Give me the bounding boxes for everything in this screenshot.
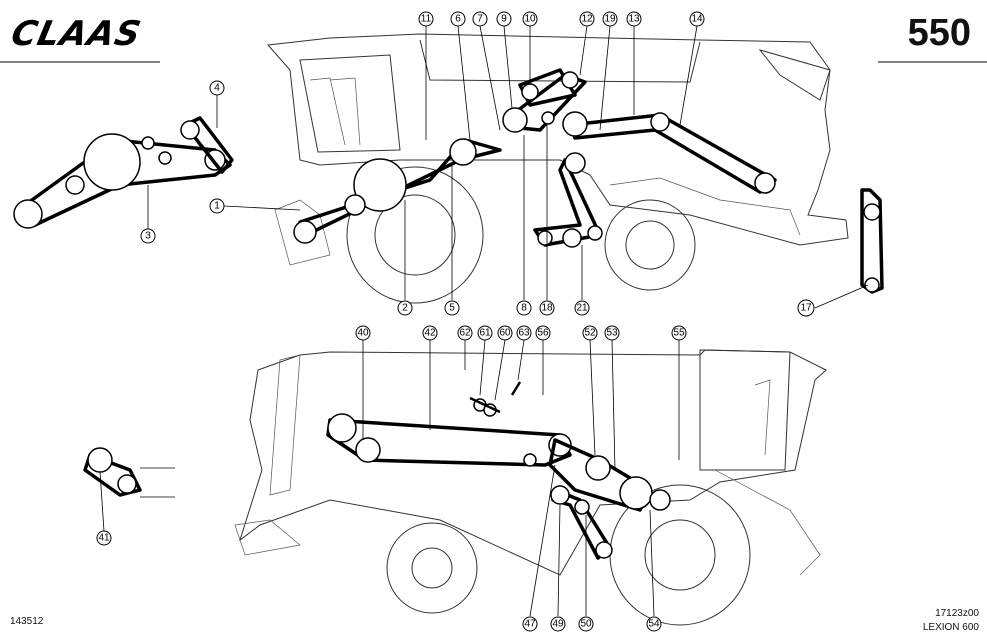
top-belt-drives [293,68,777,248]
callout-2: 2 [397,200,413,316]
svg-text:53: 53 [606,328,618,339]
callout-63: 63 [516,325,532,381]
svg-text:7: 7 [477,14,483,25]
callout-7: 7 [472,11,501,131]
svg-text:13: 13 [628,14,640,25]
callout-52: 52 [582,325,598,456]
callout-53: 53 [604,325,620,471]
svg-text:1: 1 [214,201,220,212]
svg-text:42: 42 [424,328,436,339]
callout-11: 11 [418,11,434,140]
callout-49: 49 [550,504,566,632]
bottom-belt-drives [326,381,671,560]
callout-40: 40 [355,325,371,440]
svg-text:11: 11 [421,14,432,25]
svg-text:52: 52 [584,328,596,339]
callout-8: 8 [516,135,532,316]
svg-text:4: 4 [214,83,220,94]
svg-text:3: 3 [145,231,151,242]
detail-belt-3 [13,116,234,229]
callout-21: 21 [574,245,590,316]
svg-text:21: 21 [576,303,588,314]
top-machine-outline [266,33,849,304]
svg-text:63: 63 [518,328,530,339]
svg-text:54: 54 [648,619,660,630]
callout-50: 50 [578,515,594,632]
svg-text:17: 17 [800,303,812,314]
callout-9: 9 [496,11,513,109]
bottom-machine-outline [234,349,827,626]
callout-3: 3 [140,185,156,244]
callout-55: 55 [671,325,687,460]
callout-47: 47 [522,464,556,632]
svg-text:8: 8 [521,303,527,314]
svg-text:40: 40 [357,328,369,339]
svg-text:12: 12 [581,14,593,25]
callout-60: 60 [494,325,513,401]
model-name: LEXION 600 [922,622,979,633]
figure-code: 17123z00 [935,608,979,619]
svg-text:47: 47 [524,619,536,630]
callout-42: 42 [422,325,438,430]
svg-text:5: 5 [449,303,455,314]
detail-belt-17 [860,188,884,294]
svg-text:19: 19 [604,14,616,25]
callout-62: 62 [457,325,473,370]
drawing-number: 143512 [10,616,44,627]
svg-text:61: 61 [479,328,491,339]
svg-text:56: 56 [537,328,549,339]
callout-4: 4 [209,80,225,128]
page-number: 550 [907,12,971,54]
svg-text:49: 49 [552,619,564,630]
callout-5: 5 [444,165,460,316]
svg-text:50: 50 [580,619,592,630]
callout-17: 17 [797,284,869,317]
callout-41: 41 [96,471,112,546]
callout-56: 56 [535,325,551,395]
svg-text:2: 2 [402,303,408,314]
callout-12: 12 [579,11,595,76]
svg-text:6: 6 [455,14,461,25]
callout-13: 13 [626,11,642,115]
svg-text:60: 60 [499,328,511,339]
callout-10: 10 [522,11,538,85]
callout-19: 19 [599,11,618,131]
callout-18: 18 [539,125,555,316]
svg-text:62: 62 [459,328,471,339]
callout-6: 6 [450,11,471,141]
svg-text:55: 55 [673,328,685,339]
svg-text:14: 14 [691,14,703,25]
svg-text:41: 41 [98,533,110,544]
svg-text:18: 18 [541,303,553,314]
callout-61: 61 [477,325,493,396]
callout-1: 1 [209,198,301,214]
detail-belt-41 [83,447,175,498]
svg-text:10: 10 [524,14,536,25]
callout-14: 14 [679,11,705,126]
callout-54: 54 [646,509,662,632]
svg-text:9: 9 [501,14,507,25]
